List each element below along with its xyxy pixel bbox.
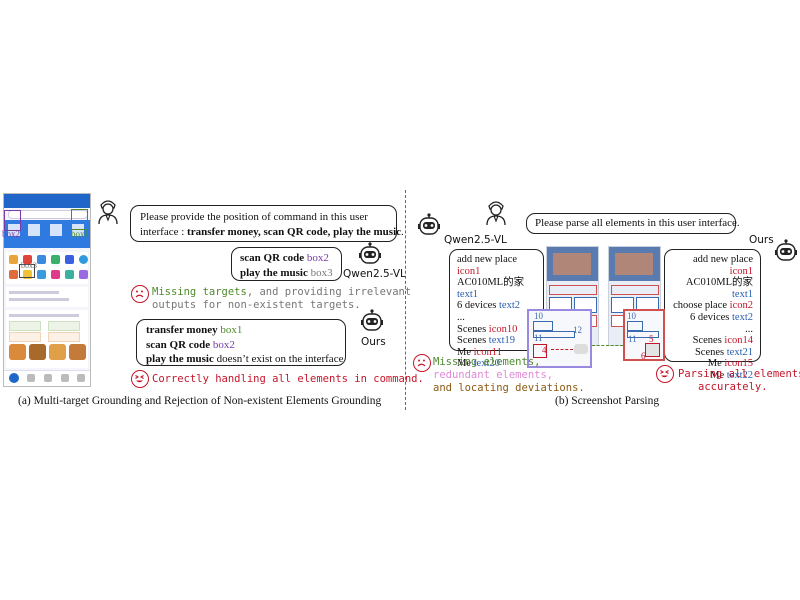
happy-face-icon <box>131 370 149 388</box>
right-caption: (b) Screenshot Parsing <box>555 395 660 407</box>
qwen-answer-row: play the music box3 <box>240 266 333 279</box>
parse-item: add new place icon1 <box>692 254 753 277</box>
robot-icon <box>359 242 381 264</box>
left-qwen-note: Missing targets, and providing irrelevan… <box>152 286 412 311</box>
user-avatar-icon <box>486 201 506 226</box>
parse-item: ... <box>457 311 465 323</box>
phone-box1-frame <box>71 209 88 230</box>
robot-icon <box>361 309 383 331</box>
parse-item: choose place icon2 <box>673 300 753 312</box>
right-user-prompt-bubble: Please parse all elements in this user i… <box>526 213 740 234</box>
zoom-label: 10 <box>627 311 636 321</box>
phone-screenshot <box>3 193 91 387</box>
zoom-label: 5 <box>649 334 654 344</box>
right-ours-label: Ours <box>749 234 774 246</box>
zoom-label: 6 <box>641 351 646 361</box>
parse-item: AC010ML的家 text1 <box>685 277 753 300</box>
parse-item: AC010ML的家 text1 <box>457 277 525 300</box>
left-user-prompt-line2: interface : transfer money, scan QR code… <box>140 225 404 238</box>
zoom-label: 11 <box>534 333 543 343</box>
left-ours-note: Correctly handling all elements in comma… <box>152 373 424 385</box>
right-ours-note: Parsing all elements accurately. <box>678 368 800 393</box>
ours-answer-row: scan QR code box2 <box>146 338 235 351</box>
user-avatar-icon <box>98 200 118 225</box>
parse-item: 6 devices text2 <box>690 311 753 323</box>
zoom-label: 12 <box>573 325 582 335</box>
parse-item: ... <box>745 323 753 335</box>
robot-icon <box>775 239 797 261</box>
phone-box3-label: box3 <box>21 261 37 270</box>
parse-item: Scenes text21 <box>694 346 753 358</box>
sad-face-icon <box>131 285 149 303</box>
left-user-prompt-bubble: Please provide the position of command i… <box>130 205 404 242</box>
qwen-answer-row: scan QR code box2 <box>240 252 329 264</box>
phone-box3-frame <box>19 264 35 278</box>
parse-item: Scenes text19 <box>457 335 516 347</box>
zoom-label: 4 <box>542 345 547 355</box>
parse-item: Scenes icon10 <box>457 323 518 335</box>
left-qwen-answer-bubble: scan QR code box2 play the music box3 <box>231 247 342 281</box>
phone-box2-frame <box>4 210 21 231</box>
happy-face-icon <box>656 365 674 383</box>
left-qwen-label: Qwen2.5-VL <box>343 268 406 280</box>
parse-item: Me icon15 <box>707 358 753 370</box>
robot-icon <box>418 213 440 235</box>
qwen-zoom-panel: 10 11 12 4 <box>527 309 592 368</box>
zoom-label: 11 <box>628 334 637 344</box>
right-qwen-note: Missing elements, redundant elements, an… <box>433 356 585 394</box>
right-ours-list-bubble: add new place icon1 AC010ML的家 text1 choo… <box>664 249 761 381</box>
zoom-label: 10 <box>534 311 543 321</box>
left-ours-answer-bubble: transfer money box1 scan QR code box2 pl… <box>136 319 346 366</box>
zoom-connector <box>592 345 623 346</box>
sad-face-icon <box>413 354 431 372</box>
right-qwen-label: Qwen2.5-VL <box>444 234 507 246</box>
phone-box1-label: box1 <box>71 229 89 239</box>
parse-item: add new place icon1 <box>457 254 518 277</box>
ours-answer-row: play the music doesn’t exist on the inte… <box>146 353 344 365</box>
right-qwen-list-bubble: add new place icon1 AC010ML的家 text1 6 de… <box>449 249 544 369</box>
parse-item: Me text20 <box>457 358 500 370</box>
phone-box2-label: box2 <box>2 229 20 239</box>
parse-item: Me text22 <box>710 369 753 381</box>
left-user-prompt-line1: Please provide the position of command i… <box>140 211 368 223</box>
parse-item: 6 devices text2 <box>457 300 520 312</box>
left-caption: (a) Multi-target Grounding and Rejection… <box>18 395 382 407</box>
ours-zoom-panel: 10 11 5 6 <box>623 309 665 361</box>
parse-item: Me icon11 <box>457 346 502 358</box>
left-ours-label: Ours <box>361 336 386 348</box>
ours-answer-row: transfer money box1 <box>146 324 243 336</box>
parse-item: Scenes icon14 <box>692 335 753 347</box>
panel-divider <box>405 190 406 410</box>
